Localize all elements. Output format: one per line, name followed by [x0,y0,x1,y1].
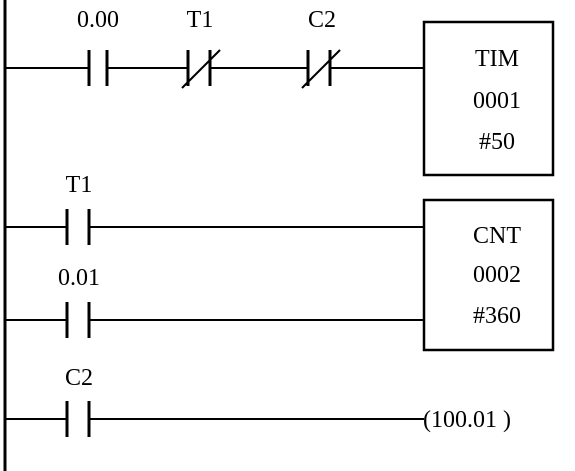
contact-c2-no: C2 [65,365,93,437]
counter-preset: #360 [473,303,521,329]
rung-3: 0.01 [5,265,424,338]
contact-t1-no: T1 [65,172,93,245]
contact-c2-nc: C2 [301,7,341,89]
rung-4: C2 (100.01 ) [5,365,511,437]
counter-number: 0002 [473,262,521,288]
contact-0-00: 0.00 [77,7,119,86]
counter-box-frame [422,198,555,352]
timer-instruction: TIM [475,46,519,72]
contact-label: 0.00 [77,7,119,33]
contact-label: C2 [308,7,336,33]
counter-instruction: CNT [473,223,521,249]
contact-t1-nc: T1 [181,7,221,89]
contact-label: T1 [66,172,93,198]
contact-label: 0.01 [58,265,100,291]
output-coil: (100.01 ) [423,407,511,433]
timer-preset: #50 [479,129,515,155]
timer-box: TIM 0001 #50 [422,20,555,177]
rung-2: T1 CNT 0002 #360 [5,172,555,352]
contact-0-01: 0.01 [58,265,100,338]
timer-number: 0001 [473,88,521,114]
timer-box-frame [422,20,555,177]
rung-1: 0.00 T1 C2 TIM 0001 [5,7,555,177]
contact-slash [301,49,341,89]
contact-slash [181,49,221,89]
contact-label: C2 [65,365,93,391]
counter-box: CNT 0002 #360 [422,198,555,352]
contact-label: T1 [187,7,214,33]
